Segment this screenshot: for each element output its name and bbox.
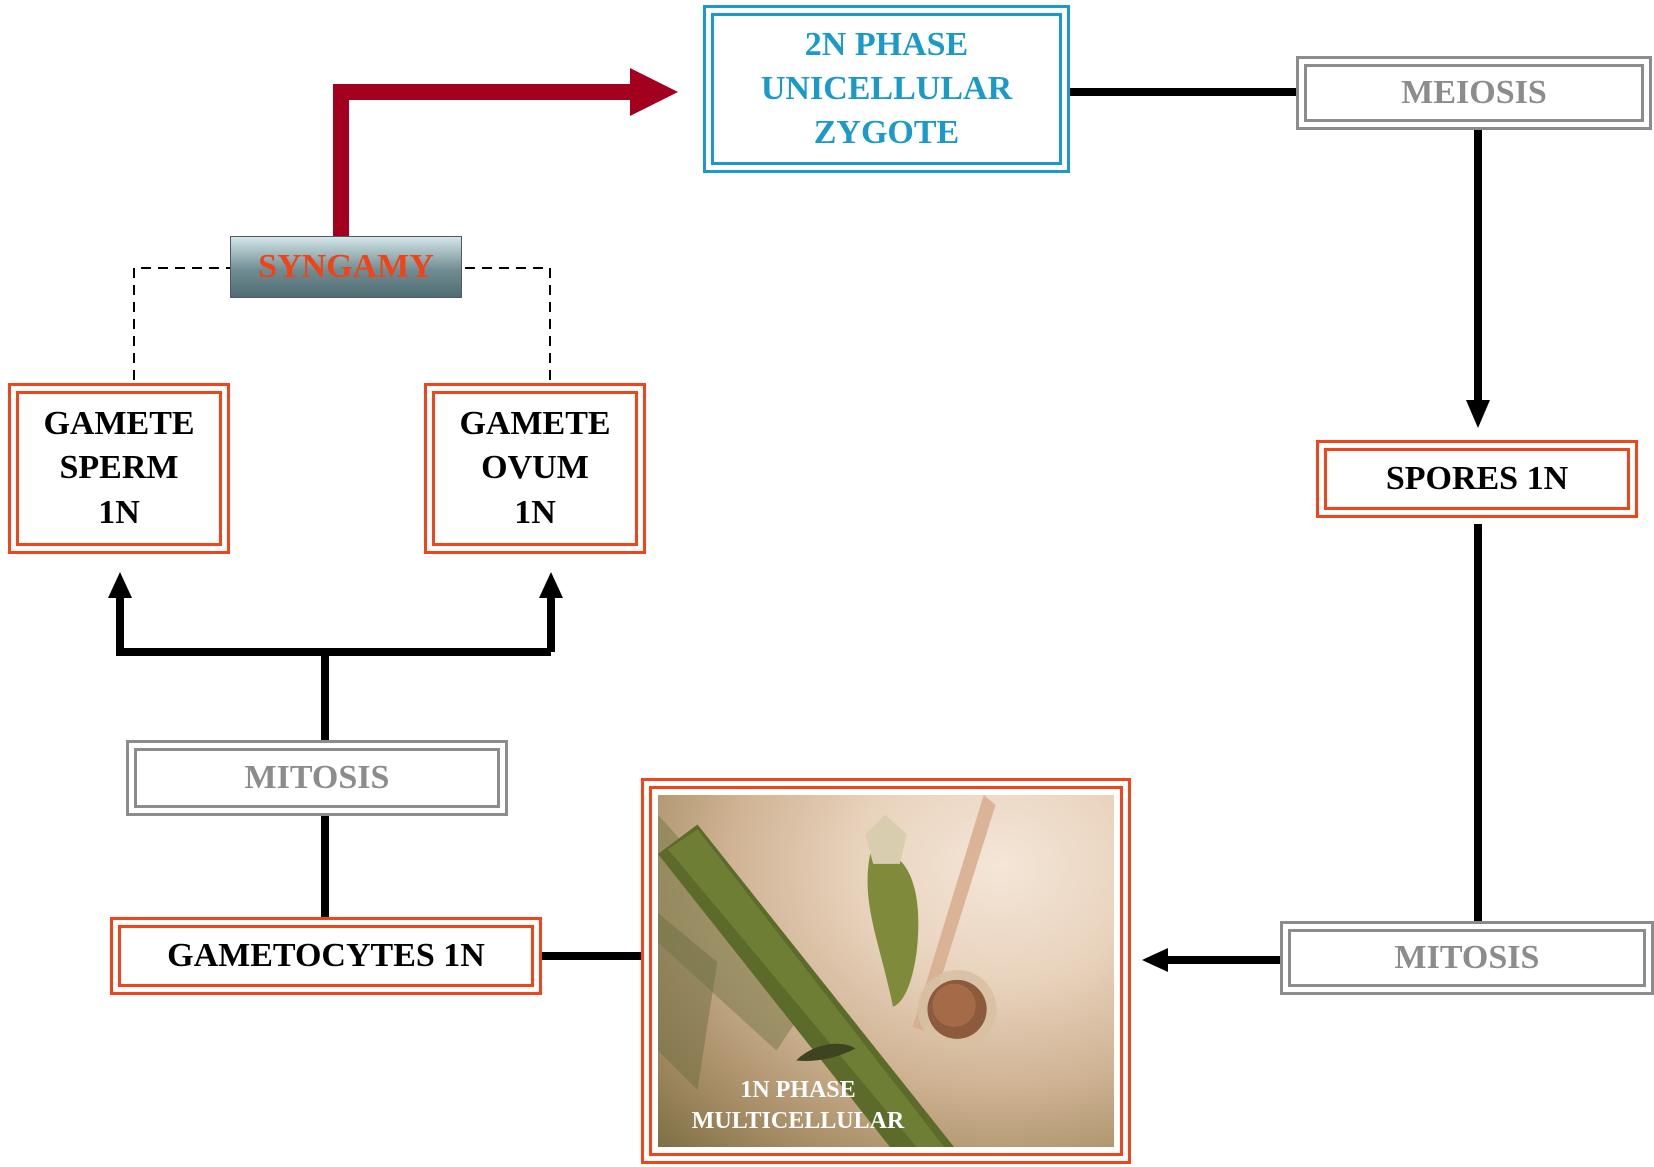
syngamy-dashed-link-left [133, 267, 230, 380]
mitosis-left-label: MITOSIS [244, 758, 390, 796]
gamete-ovum-label: GAMETE OVUM 1N [459, 405, 611, 531]
gamete-ovum-box: GAMETE OVUM 1N [424, 383, 646, 554]
plant-photo-illustration [658, 795, 997, 1147]
meiosis-box: MEIOSIS [1296, 56, 1652, 130]
syngamy-zygote-arrow [333, 84, 634, 236]
multicellular-photo-frame: 1N PHASE MULTICELLULAR [641, 778, 1131, 1164]
spores-label: SPORES 1N [1385, 459, 1569, 497]
zygote-label: 2N PHASE UNICELLULAR ZYGOTE [760, 25, 1013, 152]
mitosis-right-box: MITOSIS [1280, 921, 1654, 995]
syngamy-label: SYNGAMY [258, 248, 434, 285]
branch-sperm-arrowhead [108, 572, 132, 598]
multicellular-phase-photo: 1N PHASE MULTICELLULAR [658, 795, 1114, 1147]
syngamy-zygote-arrowhead [630, 68, 678, 116]
zygote-box: 2N PHASE UNICELLULAR ZYGOTE [703, 5, 1070, 173]
syngamy-box: SYNGAMY [230, 236, 462, 298]
spores-box: SPORES 1N [1316, 440, 1638, 518]
gametocytes-label: GAMETOCYTES 1N [167, 936, 485, 974]
gamete-sperm-box: GAMETE SPERM 1N [8, 383, 230, 554]
gamete-sperm-label: GAMETE SPERM 1N [43, 405, 195, 531]
mitosis-right-label: MITOSIS [1394, 938, 1540, 976]
multicellular-caption: 1N PHASE MULTICELLULAR [691, 1077, 905, 1135]
branch-ovum-arrowhead [539, 572, 563, 598]
meiosis-spores-arrowhead [1466, 400, 1490, 428]
syngamy-dashed-link-right [462, 267, 551, 380]
meiosis-label: MEIOSIS [1401, 73, 1547, 111]
mitosis-photo-arrowhead [1142, 948, 1168, 972]
mitosis-left-box: MITOSIS [126, 740, 508, 816]
gametocytes-box: GAMETOCYTES 1N [110, 917, 542, 995]
